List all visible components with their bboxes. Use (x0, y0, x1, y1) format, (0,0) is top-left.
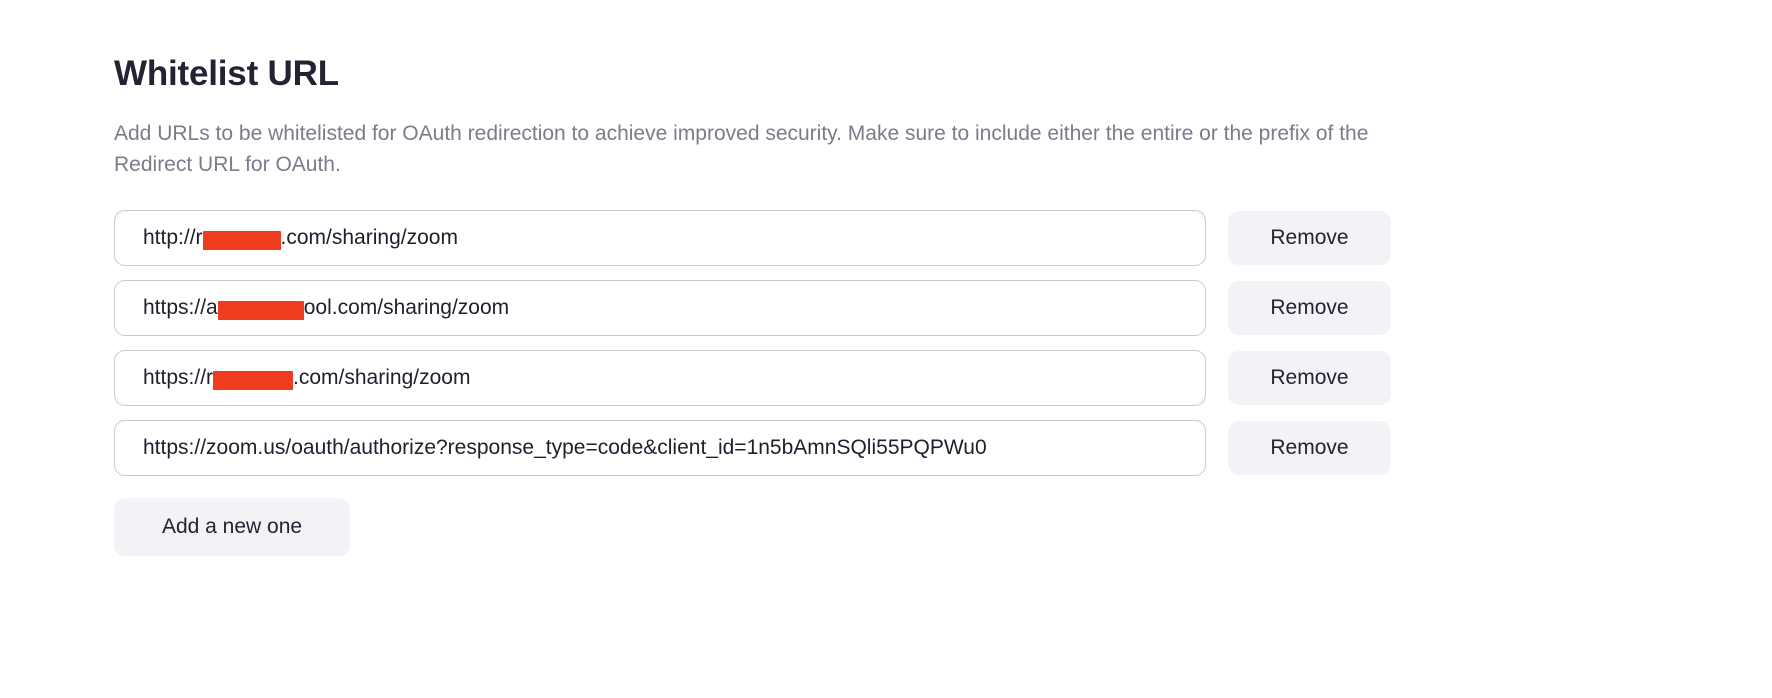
url-prefix: http://r (143, 225, 203, 249)
url-suffix: .com/sharing/zoom (280, 225, 458, 249)
url-suffix: ool.com/sharing/zoom (303, 295, 510, 319)
remove-button-4[interactable]: Remove (1228, 420, 1391, 475)
add-a-new-one-button[interactable]: Add a new one (114, 497, 350, 556)
url-value-3: https://r██████.com/sharing/zoom (143, 366, 1205, 390)
url-prefix: https://r (143, 365, 214, 389)
url-suffix: .com/sharing/zoom (293, 365, 471, 389)
whitelist-url-row: https://a███████ool.com/sharing/zoom Rem… (114, 279, 1514, 336)
remove-button-2[interactable]: Remove (1228, 280, 1391, 335)
section-description: Add URLs to be whitelisted for OAuth red… (114, 121, 1369, 176)
url-value-1: http://r██████.com/sharing/zoom (143, 226, 1205, 250)
redaction-bar: ███████ (217, 300, 304, 320)
whitelist-url-list: http://r██████.com/sharing/zoom Remove h… (114, 180, 1514, 476)
url-value-4: https://zoom.us/oauth/authorize?response… (143, 436, 1205, 460)
whitelist-url-input-3[interactable]: https://r██████.com/sharing/zoom (114, 349, 1206, 406)
whitelist-url-input-4[interactable]: https://zoom.us/oauth/authorize?response… (114, 419, 1206, 476)
remove-button-1[interactable]: Remove (1228, 210, 1391, 265)
whitelist-url-row: https://r██████.com/sharing/zoom Remove (114, 349, 1514, 406)
content-container: Whitelist URL Add URLs to be whitelisted… (114, 0, 1514, 556)
redaction-bar: ██████ (202, 230, 281, 250)
remove-button-3[interactable]: Remove (1228, 350, 1391, 405)
url-prefix: https://zoom.us/oauth/authorize?response… (143, 435, 987, 459)
whitelist-url-input-1[interactable]: http://r██████.com/sharing/zoom (114, 209, 1206, 266)
url-prefix: https://a (143, 295, 218, 319)
whitelist-url-row: https://zoom.us/oauth/authorize?response… (114, 419, 1514, 476)
url-value-2: https://a███████ool.com/sharing/zoom (143, 296, 1205, 320)
page-title: Whitelist URL (114, 54, 339, 93)
whitelist-url-row: http://r██████.com/sharing/zoom Remove (114, 209, 1514, 266)
whitelist-url-input-2[interactable]: https://a███████ool.com/sharing/zoom (114, 279, 1206, 336)
redaction-bar: ██████ (213, 370, 294, 390)
